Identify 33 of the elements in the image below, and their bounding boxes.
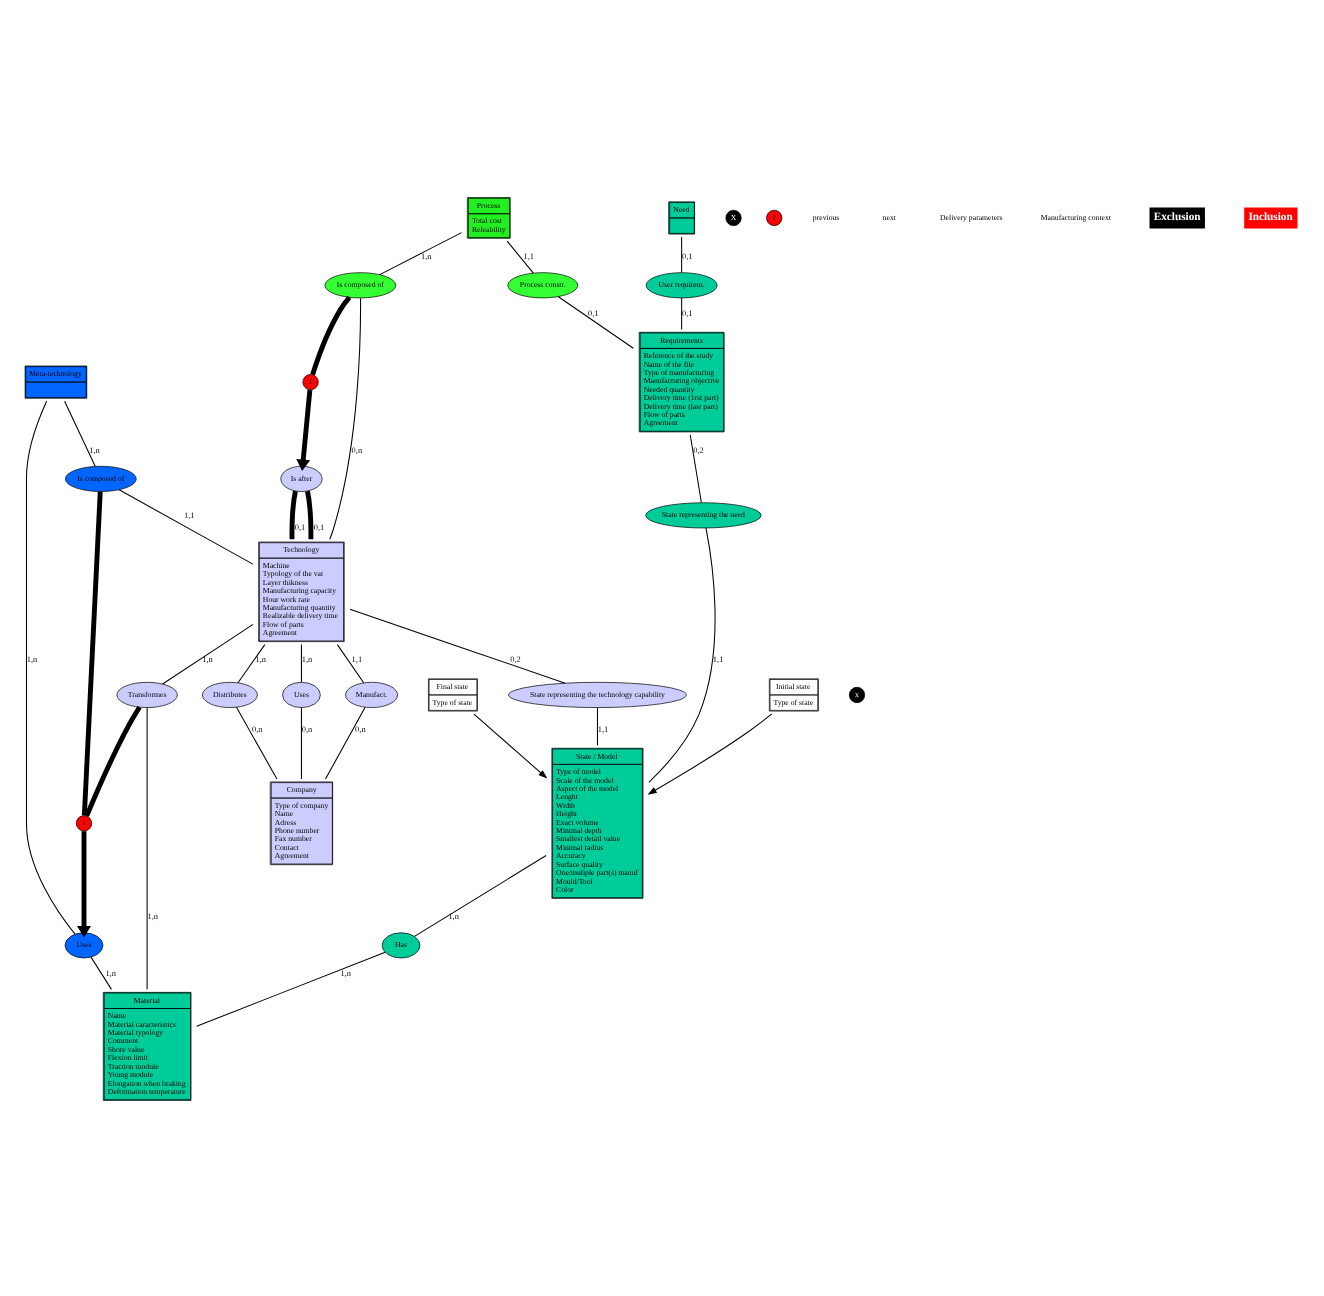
connector <box>349 607 566 683</box>
connector <box>237 643 266 683</box>
connector <box>689 433 702 503</box>
arrow <box>647 712 773 794</box>
connector <box>310 294 352 375</box>
connector <box>300 706 302 779</box>
connector <box>336 643 365 683</box>
connector <box>300 643 302 682</box>
connector <box>235 705 278 779</box>
connector <box>118 488 254 564</box>
connector <box>596 706 598 745</box>
connector <box>81 490 103 815</box>
connector <box>305 489 314 539</box>
connector <box>557 295 634 348</box>
connector <box>25 399 76 934</box>
connector <box>506 239 534 273</box>
arrow <box>296 388 313 470</box>
connector <box>413 854 547 936</box>
connector <box>162 622 254 684</box>
connector <box>64 399 96 466</box>
connector <box>324 705 366 779</box>
connector <box>84 704 142 816</box>
connector <box>329 296 362 539</box>
connector <box>379 231 463 275</box>
connector <box>648 526 716 782</box>
connector <box>146 706 148 989</box>
connector <box>681 235 683 273</box>
connector <box>289 489 298 539</box>
arrow <box>77 830 91 937</box>
arrow <box>473 712 548 778</box>
connector <box>90 955 112 989</box>
connector <box>196 950 386 1026</box>
connector <box>681 296 683 329</box>
